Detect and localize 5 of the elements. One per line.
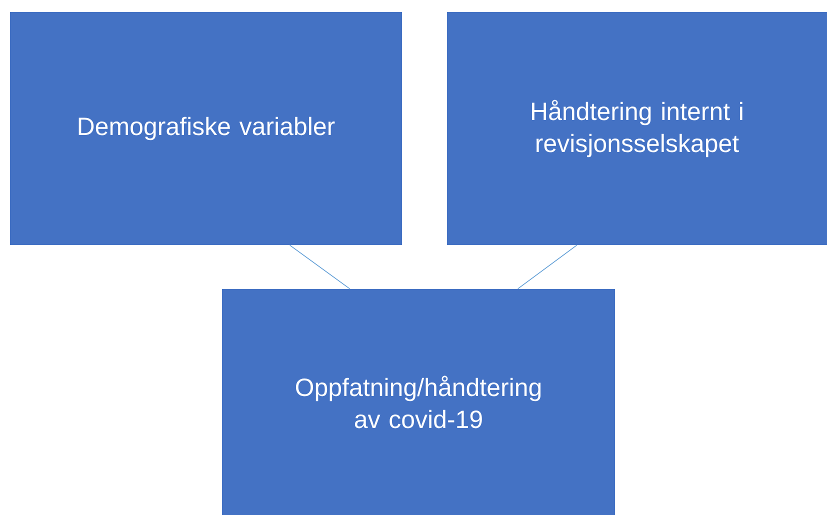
- process-box: Oppfatning/håndtering av covid-19: [222, 289, 615, 515]
- connector-line: [517, 244, 578, 290]
- process-box: Demografiske variabler: [10, 12, 402, 245]
- process-box: Håndtering internt i revisjonsselskapet: [447, 12, 827, 245]
- connector-line: [289, 244, 350, 290]
